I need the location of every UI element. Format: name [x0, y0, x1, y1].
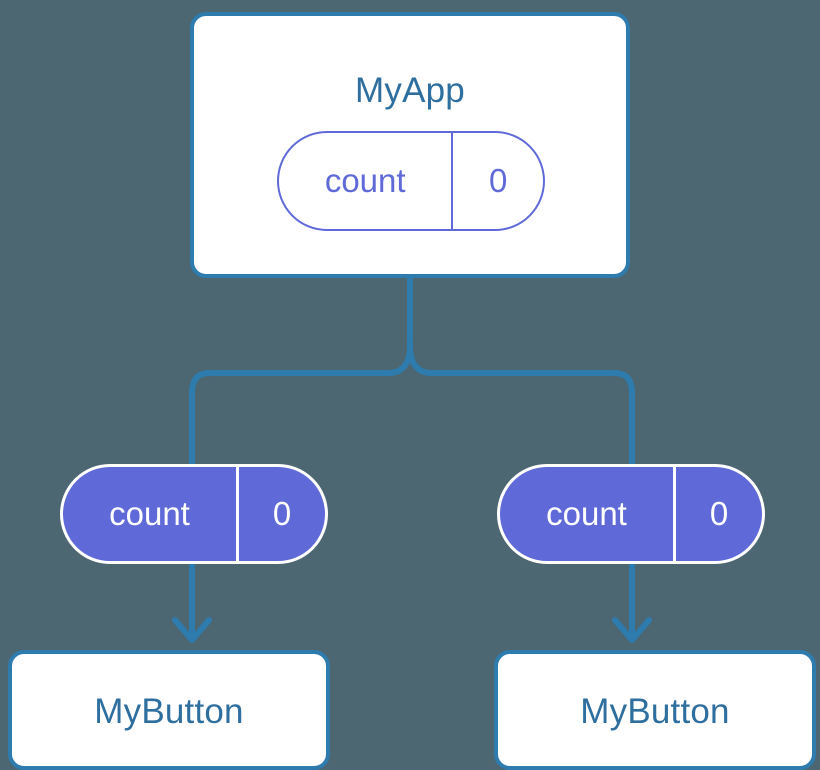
- state-capsule-root[interactable]: count 0: [277, 131, 545, 231]
- prop-capsule-right[interactable]: count 0: [497, 464, 765, 564]
- component-name-left-child: MyButton: [94, 692, 244, 731]
- prop-key-left: count: [109, 495, 190, 532]
- component-name-right-child: MyButton: [580, 692, 730, 731]
- prop-capsule-left[interactable]: count 0: [60, 464, 328, 564]
- arrow-head-left: [172, 617, 212, 643]
- arrow-head-right: [612, 617, 652, 643]
- prop-value-right: 0: [673, 467, 762, 561]
- connector-branch-left: [189, 342, 413, 467]
- connector-branch-right: [407, 342, 635, 467]
- component-name-root: MyApp: [355, 71, 465, 110]
- prop-value-left: 0: [236, 467, 325, 561]
- component-node-left-child[interactable]: MyButton: [8, 650, 330, 770]
- state-value-root: 0: [451, 133, 543, 229]
- state-key-root: count: [324, 162, 406, 199]
- component-node-right-child[interactable]: MyButton: [494, 650, 816, 770]
- prop-key-right: count: [546, 495, 627, 532]
